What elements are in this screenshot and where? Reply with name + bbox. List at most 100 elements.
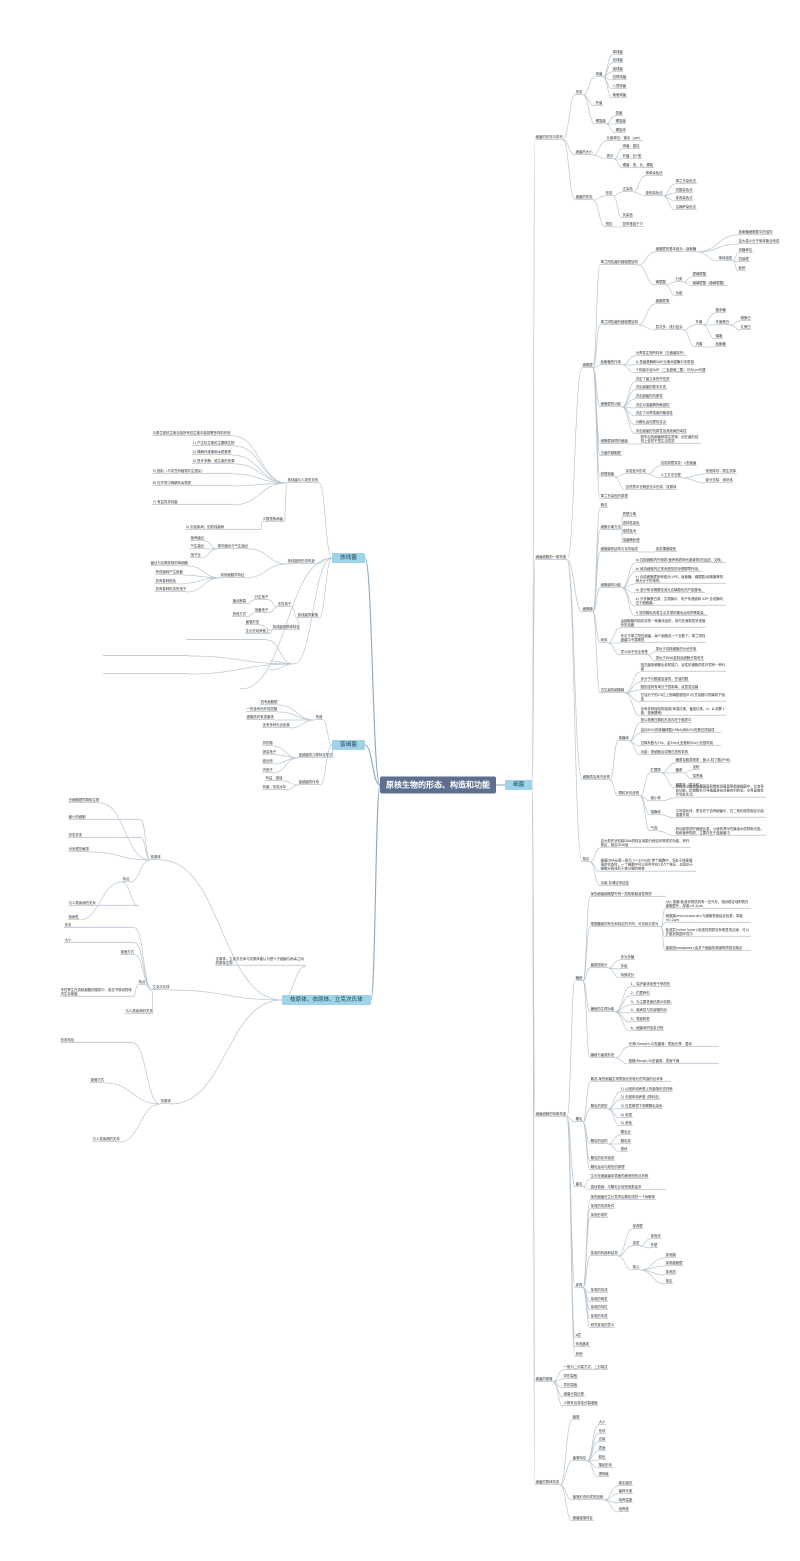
topic-n-c31[interactable]: 是以核蛋白颗粒形态存在于胞质中: [640, 717, 693, 723]
topic-n-c48[interactable]: 核区: [582, 856, 590, 862]
topic-n-a28[interactable]: 芽孢染色法: [675, 195, 694, 201]
topic-n-d52[interactable]: 芽孢质: [665, 1269, 677, 1275]
topic-n-h4[interactable]: 细胞质内有类囊体: [246, 714, 275, 720]
topic-n-b6[interactable]: 由大量小分子单体聚合而成: [738, 238, 780, 244]
topic-n-f15[interactable]: 培养基: [618, 1506, 630, 1512]
topic-n-b38[interactable]: 决定细菌的抗原性及其致病的毒性: [635, 428, 688, 434]
topic-n-f16[interactable]: 细菌菌落特征: [572, 1515, 594, 1521]
topic-n-d44[interactable]: 芽孢的构造和结构: [590, 1250, 619, 1256]
topic-n-d28[interactable]: 3) 在显微镜下观察鞭毛染色: [620, 1103, 664, 1109]
topic-n-h10[interactable]: 内孢子: [262, 767, 274, 773]
topic-n-b24[interactable]: 磷脂: [715, 333, 723, 339]
topic-n-c45[interactable]: 又叫羧化体，是存在于自养细菌中，在二氧化碳的固定中起重要作用: [675, 809, 767, 818]
topic-n-b28[interactable]: 为青霉生物所特有（古细菌除外）: [635, 350, 688, 356]
topic-n-c7[interactable]: 溶菌酶处理: [622, 537, 641, 543]
topic-n-g5[interactable]: 4) 是许多酶、维生素的来源: [192, 458, 236, 464]
topic-n-g34[interactable]: [103, 655, 190, 656]
topic-n-g16[interactable]: 其他细胞学特征: [220, 572, 245, 578]
topic-n-d12[interactable]: 特殊成分: [620, 972, 635, 978]
topic-n-c6[interactable]: 电镜技术: [622, 528, 637, 534]
topic-n-b15[interactable]: 功能: [675, 290, 683, 296]
topic-n-h9[interactable]: 链丝段: [262, 758, 274, 764]
topic-n-g27[interactable]: 放线菌的群体特征: [272, 624, 301, 630]
topic-n-c47[interactable]: 其功能是调节细胞比重，以使其漂浮在最适水层获取光能、氧和营养物质，主要存在于蓝细…: [675, 827, 767, 836]
topic-n-d61[interactable]: 其他: [575, 1351, 583, 1357]
topic-n-e6[interactable]: 少数有出芽或分裂增殖: [563, 1400, 599, 1406]
topic-n-b49[interactable]: 革兰氏染色的原理: [600, 493, 629, 499]
topic-n-g20[interactable]: 具有各种形态的孢子: [155, 586, 187, 592]
topic-n-b10[interactable]: 肽桥: [738, 265, 746, 271]
topic-n-f2[interactable]: 菌落: [572, 1414, 580, 1420]
topic-n-g31[interactable]: [270, 660, 272, 661]
topic-n-c15[interactable]: e) 许多酶蛋白类、生物膜中、电子传递链和 ATP 合成酶均位于细胞膜。: [635, 597, 727, 606]
topic-n-b18[interactable]: 层次多，成分复杂: [655, 324, 684, 330]
topic-n-a24[interactable]: 简单染色法: [645, 170, 664, 176]
topic-n-i1[interactable]: 支原体、立克次氏体与衣原体被认为是介于细菌与病毒之间的原核生物: [215, 957, 307, 966]
topic-n-c36[interactable]: 贮藏物: [650, 767, 662, 773]
topic-n-g12[interactable]: 营养菌丝: [190, 535, 205, 541]
topic-n-c40[interactable]: 藻青素: [692, 773, 704, 779]
topic-n-c43[interactable]: 存在于少数水生螺菌属和嗜胶球菌属等趋磁细菌中，它有导向功能，即借鞭毛引导细菌游向…: [675, 785, 767, 798]
topic-n-d13[interactable]: 糖被的生理功能: [590, 1006, 615, 1012]
topic-n-i12[interactable]: 与人类疾病的关系: [92, 1136, 121, 1142]
topic-n-d48[interactable]: 外壁: [650, 1242, 658, 1248]
topic-n-a4[interactable]: 单球菌: [612, 49, 624, 55]
topic-n-i5[interactable]: 繁殖方式: [120, 949, 135, 955]
topic-n-a8[interactable]: 八叠球菌: [612, 83, 627, 89]
topic-n-h7[interactable]: 异形胞: [262, 740, 274, 746]
topic-n-a2[interactable]: 形态: [575, 89, 583, 95]
topic-n-g21[interactable]: 放线菌的繁殖: [297, 612, 319, 618]
topic-n-f6[interactable]: 边缘: [598, 1436, 606, 1442]
topic-n-a27[interactable]: 抗酸染色法: [675, 187, 694, 193]
topic-n-d32[interactable]: 鞭毛丝: [620, 1129, 632, 1135]
topic-n-i11[interactable]: 繁殖方式: [90, 1077, 105, 1083]
topic-n-g4[interactable]: 2) 降解纤维素和木质素等: [192, 449, 232, 455]
topic-n-h3[interactable]: 一些含有内外双层膜: [246, 706, 278, 712]
topic-n-c22[interactable]: 类似于DNA复制及细胞分裂有关: [655, 655, 705, 661]
topic-n-d39[interactable]: 直径很细，与鞭毛比较短而数量多: [590, 1185, 667, 1190]
topic-n-b37[interactable]: 为鞭毛运动提供支点: [635, 419, 667, 425]
topic-n-c42[interactable]: 磁小体: [650, 795, 662, 801]
topic-n-c13[interactable]: c) 合成细胞壁各种组分(LPS、肽聚糖、磷壁酸)和荚膜等的等大分子的场所。: [635, 575, 727, 584]
topic-n-d58[interactable]: 研究芽孢的意义: [590, 1322, 615, 1328]
topic-n-i14[interactable]: 无细胞壁的原核生物: [68, 797, 100, 803]
topic-n-a30[interactable]: 负染色: [622, 212, 634, 218]
topic-n-g28[interactable]: 菌落形态: [245, 619, 260, 625]
topic-n-c20[interactable]: 意义尚不完全清楚: [620, 649, 649, 655]
topic-n-i15[interactable]: 最小的细胞: [68, 815, 142, 820]
topic-n-b7[interactable]: 单体组成: [718, 255, 733, 261]
topic-n-c12[interactable]: b) 维持细胞内正常渗透压的渗透屏障作用。: [635, 566, 702, 572]
topic-n-b46[interactable]: 彻底除尽：原生质体: [705, 468, 737, 474]
topic-n-d47[interactable]: 芽孢衣: [650, 1233, 662, 1239]
topic-n-a22[interactable]: 形态: [605, 190, 613, 196]
topic-n-d24[interactable]: 概念:某些细菌生物表面长的极长的弯曲的丝状体: [590, 1077, 672, 1082]
topic-n-c23[interactable]: 古生菌的细胞膜: [600, 687, 625, 693]
topic-n-a14[interactable]: 螺旋体: [615, 127, 627, 133]
topic-n-e1[interactable]: 细菌的繁殖: [535, 1376, 554, 1382]
topic-n-c26[interactable]: 醚的结构有单分子层和单、双层混合膜: [640, 684, 699, 690]
topic-n-b34[interactable]: 决定细菌的抗原性: [635, 393, 664, 399]
topic-n-d49[interactable]: 核心: [632, 1264, 640, 1270]
topic-n-i3[interactable]: 形态: [64, 923, 136, 928]
topic-n-e5[interactable]: 细菌分裂过程: [563, 1391, 585, 1397]
topic-n-d53[interactable]: 核区: [665, 1278, 673, 1284]
topic-n-i18[interactable]: 特点: [122, 876, 130, 882]
topic-n-b41[interactable]: 古菌的细胞壁: [600, 450, 622, 456]
topic-n-g36[interactable]: [240, 688, 242, 689]
topic-n-d38[interactable]: 生长在细菌菌体表面的细而短的丝状物: [590, 1173, 649, 1179]
topic-n-c2[interactable]: 概念: [600, 502, 608, 508]
topic-n-g24[interactable]: 孢囊孢子: [254, 607, 269, 613]
topic-n-a25[interactable]: 鉴别染色法: [645, 190, 664, 196]
topic-n-b21[interactable]: 外膜蛋白: [715, 319, 730, 325]
topic-n-b26[interactable]: 肽聚糖: [715, 341, 727, 347]
topic-n-d21[interactable]: 光滑(Smooth,S)型菌落：表面光滑、湿润: [628, 1042, 720, 1047]
topic-n-d31[interactable]: 鞭毛的结构: [590, 1138, 609, 1144]
topic-n-b29[interactable]: G-型菌基酶和DAP元素间接酶中本质相: [635, 359, 695, 365]
topic-n-c34[interactable]: 功能：是细胞合成蛋白质的机构: [640, 749, 689, 755]
topic-n-a18[interactable]: 球菌：直径: [622, 143, 641, 149]
topic-n-d45[interactable]: 芽孢壁: [632, 1223, 644, 1229]
topic-n-b3[interactable]: 革兰阳性菌的细胞壁结构: [600, 259, 639, 265]
topic-n-d11[interactable]: 多肽: [620, 963, 628, 969]
topic-n-g23[interactable]: 分生孢子: [254, 594, 269, 600]
topic-l1-lanxijun[interactable]: 蓝细菌: [332, 740, 365, 750]
